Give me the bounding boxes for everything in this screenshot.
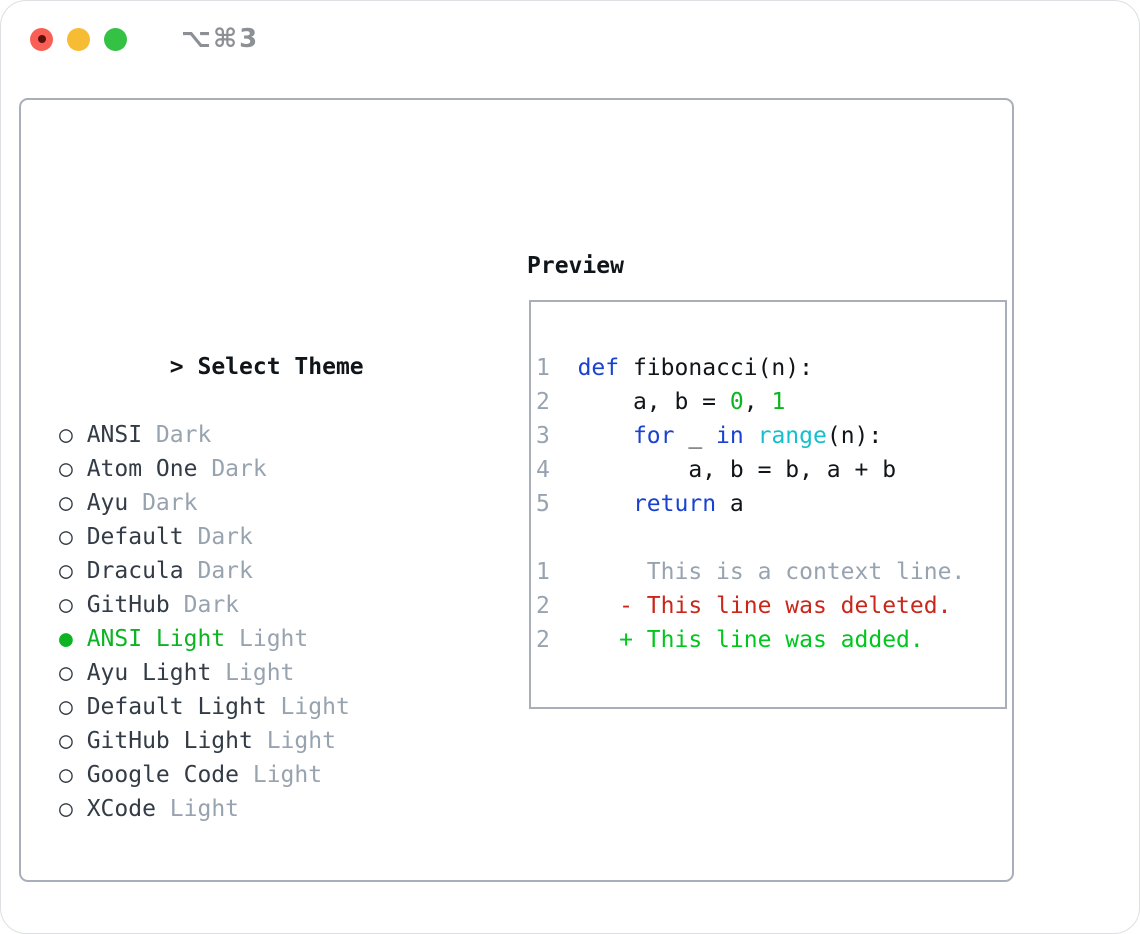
diff-line-added: 2 + This line was added.	[536, 627, 924, 653]
theme-variant: Light	[239, 762, 323, 788]
main-panel: > Select Theme ○ ANSI Dark ○ Atom One Dark ○ A…	[19, 98, 1014, 882]
theme-option-github[interactable]: ○ GitHub Dark	[59, 588, 499, 622]
radio-unselected-icon: ○	[59, 796, 73, 822]
radio-unselected-icon: ○	[59, 456, 73, 482]
theme-option-google-code[interactable]: ○ Google Code Light	[59, 758, 499, 792]
diff-line-deleted: 2 - This line was deleted.	[536, 593, 952, 619]
theme-name: GitHub Light	[86, 728, 253, 754]
keyboard-shortcut-label: ⌥⌘3	[181, 24, 260, 54]
theme-name: ANSI Light	[86, 626, 226, 652]
theme-variant: Light	[252, 728, 336, 754]
radio-selected-icon: ●	[59, 626, 73, 652]
titlebar: ⌥⌘3	[30, 24, 260, 54]
theme-name: ANSI	[86, 422, 143, 448]
theme-variant: Light	[266, 694, 350, 720]
theme-list-title: Select Theme	[197, 354, 364, 380]
theme-name: XCode	[86, 796, 156, 822]
code-line: 2 a, b = 0, 1	[536, 389, 786, 415]
radio-unselected-icon: ○	[59, 558, 73, 584]
theme-name: Ayu	[86, 490, 129, 516]
radio-unselected-icon: ○	[59, 524, 73, 550]
theme-option-default-light[interactable]: ○ Default Light Light	[59, 690, 499, 724]
theme-variant: Dark	[169, 592, 240, 618]
code-line: 1 def fibonacci(n):	[536, 355, 813, 381]
radio-unselected-icon: ○	[59, 660, 73, 686]
theme-name: Default Light	[86, 694, 267, 720]
zoom-button[interactable]	[104, 27, 127, 51]
theme-option-ayu[interactable]: ○ Ayu Dark	[59, 486, 499, 520]
radio-unselected-icon: ○	[59, 490, 73, 516]
theme-variant: Dark	[142, 422, 212, 448]
theme-option-ansi[interactable]: ○ ANSI Dark	[59, 418, 499, 452]
theme-name: Dracula	[86, 558, 184, 584]
theme-variant: Dark	[197, 456, 267, 482]
radio-unselected-icon: ○	[59, 592, 73, 618]
preview-title: Preview	[527, 253, 624, 279]
theme-variant: Dark	[183, 524, 253, 550]
code-line: 4 a, b = b, a + b	[536, 457, 897, 483]
theme-variant: Light	[211, 660, 295, 686]
theme-variant: Dark	[183, 558, 253, 584]
code-line: 3 for _ in range(n):	[536, 423, 883, 449]
theme-option-dracula[interactable]: ○ Dracula Dark	[59, 554, 499, 588]
close-button[interactable]	[30, 27, 53, 51]
theme-list-title-row: > Select Theme	[59, 316, 499, 380]
blank-line	[536, 521, 1005, 555]
theme-list: ○ ANSI Dark ○ Atom One Dark ○ Ayu Dark ○ Defaul…	[59, 418, 499, 826]
theme-name: GitHub	[86, 592, 170, 618]
code-line: 5 return a	[536, 491, 744, 517]
theme-name: Ayu Light	[86, 660, 212, 686]
theme-option-github-light[interactable]: ○ GitHub Light Light	[59, 724, 499, 758]
theme-name: Atom One	[86, 456, 198, 482]
radio-unselected-icon: ○	[59, 728, 73, 754]
theme-variant: Light	[225, 626, 309, 652]
radio-unselected-icon: ○	[59, 422, 73, 448]
minimize-button[interactable]	[67, 27, 90, 51]
preview-lines: 1 def fibonacci(n): 2 a, b = 0, 1 3 for _ …	[536, 351, 1005, 657]
preview-box: 1 def fibonacci(n): 2 a, b = 0, 1 3 for _ …	[529, 300, 1007, 709]
diff-line-context: 1 This is a context line.	[536, 559, 966, 585]
theme-option-ansi-light[interactable]: ● ANSI Light Light	[59, 622, 499, 656]
theme-option-xcode[interactable]: ○ XCode Light	[59, 792, 499, 826]
theme-option-atom-one[interactable]: ○ Atom One Dark	[59, 452, 499, 486]
theme-name: Default	[86, 524, 184, 550]
theme-variant: Light	[155, 796, 240, 822]
theme-variant: Dark	[128, 490, 198, 516]
theme-name: Google Code	[86, 762, 240, 788]
theme-option-ayu-light[interactable]: ○ Ayu Light Light	[59, 656, 499, 690]
spacer	[59, 894, 499, 928]
theme-option-default[interactable]: ○ Default Dark	[59, 520, 499, 554]
focus-caret-icon: >	[169, 354, 184, 380]
theme-column: > Select Theme ○ ANSI Dark ○ Atom One Dark ○ A…	[59, 248, 499, 933]
radio-unselected-icon: ○	[59, 694, 73, 720]
radio-unselected-icon: ○	[59, 762, 73, 788]
